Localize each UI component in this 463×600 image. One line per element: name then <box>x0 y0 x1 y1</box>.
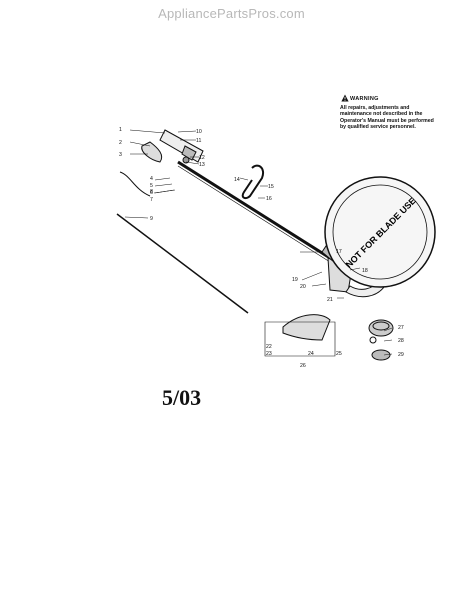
assist-handle <box>241 164 264 200</box>
callout-7: 7 <box>150 197 153 203</box>
callout-9: 9 <box>150 216 153 222</box>
callout-27: 27 <box>398 325 404 331</box>
throttle-cable <box>119 171 151 197</box>
callout-19: 19 <box>292 277 298 283</box>
callout-14: 14 <box>234 177 240 183</box>
callout-1: 1 <box>119 127 122 133</box>
blade-warning-disc <box>324 176 436 288</box>
warning-triangle-icon <box>341 94 349 102</box>
callout-22: 22 <box>266 344 272 350</box>
callout-2: 2 <box>119 140 122 146</box>
callout-21: 21 <box>327 297 333 303</box>
drive-shaft <box>177 160 331 260</box>
callout-16: 16 <box>266 196 272 202</box>
date-stamp: 5/03 <box>162 385 202 410</box>
site-watermark: AppliancePartsPros.com <box>158 6 305 21</box>
callout-10: 10 <box>196 129 202 135</box>
warning-text: All repairs, adjustments and maintenance… <box>340 105 434 130</box>
callout-25: 25 <box>336 351 342 357</box>
callout-13: 13 <box>199 162 205 168</box>
callout-11: 11 <box>196 138 201 144</box>
callout-24: 24 <box>308 351 314 357</box>
callout-5: 5 <box>150 183 153 189</box>
callout-15: 15 <box>268 184 274 190</box>
callout-17: 17 <box>336 249 342 255</box>
callout-labels: 1 2 3 4 5 6 7 8 9 10 11 12 13 14 15 16 1… <box>119 127 404 369</box>
callout-8: 8 <box>150 189 153 195</box>
spring <box>369 336 377 344</box>
spool <box>368 319 394 337</box>
callout-12: 12 <box>199 155 205 161</box>
callout-23: 23 <box>266 351 272 357</box>
callout-18: 18 <box>362 268 368 274</box>
callout-29: 29 <box>398 352 404 358</box>
callout-20: 20 <box>300 284 306 290</box>
bump-knob <box>371 349 391 361</box>
callout-3: 3 <box>119 152 122 158</box>
callout-28: 28 <box>398 338 404 344</box>
flex-shaft <box>116 213 249 314</box>
callout-4: 4 <box>150 176 153 182</box>
callout-26: 26 <box>300 363 306 369</box>
debris-shield <box>282 314 331 341</box>
warning-title: WARNING <box>350 96 379 102</box>
callout-6: 6 <box>150 190 153 196</box>
